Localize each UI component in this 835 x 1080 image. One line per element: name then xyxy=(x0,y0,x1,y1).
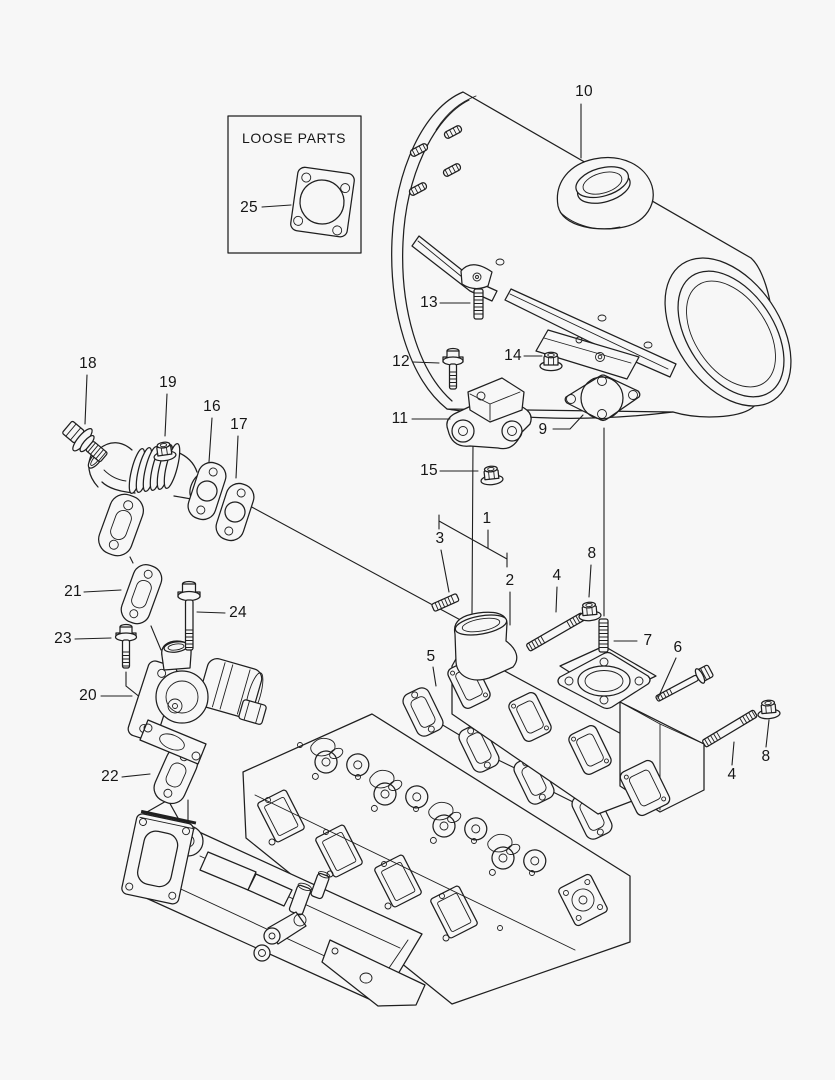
callout-11: 11 xyxy=(391,410,409,427)
callout-2: 2 xyxy=(505,572,515,589)
gasket-22 xyxy=(153,746,199,805)
loose-parts-title: LOOSE PARTS xyxy=(241,130,347,146)
callout-leader-lines xyxy=(74,103,770,778)
callout-17: 17 xyxy=(230,416,248,433)
pipe-bellows xyxy=(128,443,181,494)
elbow-bracket-11 xyxy=(446,377,532,450)
callout-16: 16 xyxy=(203,398,221,415)
muffler-studs xyxy=(408,125,463,196)
intake-manifold xyxy=(121,799,426,1007)
loose-parts-box xyxy=(227,115,362,254)
callout-6: 6 xyxy=(673,639,683,656)
muffler-inlet-port xyxy=(556,157,654,230)
muffler xyxy=(391,91,792,419)
fasteners xyxy=(62,288,781,748)
bolt-6 xyxy=(655,664,714,702)
stud-13 xyxy=(473,288,484,320)
stud-4a xyxy=(526,612,586,652)
plug-18 xyxy=(62,420,108,463)
nut-15 xyxy=(478,464,505,487)
callout-10: 10 xyxy=(575,83,593,100)
bolt-23 xyxy=(114,623,138,669)
callout-22: 22 xyxy=(101,768,119,785)
nut-8b xyxy=(756,698,781,721)
gasket-21 xyxy=(120,564,163,625)
callout-9: 9 xyxy=(538,421,548,438)
muffler-mount-straps xyxy=(411,235,677,380)
callout-13: 13 xyxy=(420,294,438,311)
bolt-24 xyxy=(177,580,201,651)
callout-15: 15 xyxy=(420,462,438,479)
callout-8b: 8 xyxy=(761,748,771,765)
callout-21: 21 xyxy=(64,583,82,600)
cylinder-head xyxy=(242,713,631,1005)
callout-20: 20 xyxy=(79,687,97,704)
gasket-17 xyxy=(215,482,255,542)
gasket-16 xyxy=(187,461,227,521)
stud-7 xyxy=(598,618,609,653)
callout-19: 19 xyxy=(159,374,177,391)
pipe-flange xyxy=(98,493,144,557)
loose-gasket-25 xyxy=(290,166,355,238)
stud-4b xyxy=(702,709,758,748)
callout-1: 1 xyxy=(482,510,492,527)
intake-flange xyxy=(121,809,197,905)
callout-23: 23 xyxy=(54,630,72,647)
callout-25: 25 xyxy=(240,199,258,216)
callout-4b: 4 xyxy=(727,766,737,783)
callout-8a: 8 xyxy=(587,545,597,562)
callout-3: 3 xyxy=(435,530,445,547)
callout-12: 12 xyxy=(392,353,410,370)
callout-7: 7 xyxy=(643,632,653,649)
nut-8a xyxy=(577,600,602,623)
gasket-9 xyxy=(564,374,641,422)
callout-14: 14 xyxy=(504,347,522,364)
callout-18: 18 xyxy=(79,355,97,372)
egr-valve-20 xyxy=(127,640,267,765)
exhaust-manifold xyxy=(447,611,705,817)
bolt-12 xyxy=(442,347,464,390)
stud-3 xyxy=(431,593,460,612)
callout-24: 24 xyxy=(229,604,247,621)
callout-5: 5 xyxy=(426,648,436,665)
callout-4a: 4 xyxy=(552,567,562,584)
